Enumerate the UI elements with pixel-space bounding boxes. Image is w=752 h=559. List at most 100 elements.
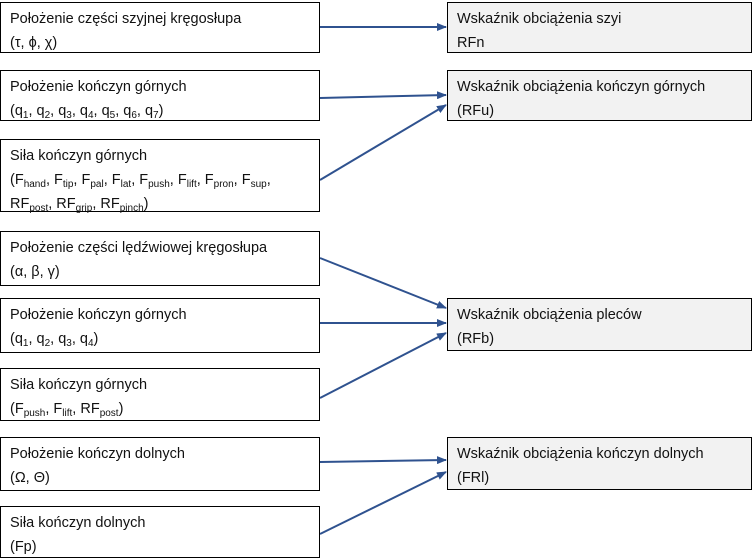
subscript: pal xyxy=(90,179,104,190)
arrow-lumbar-position xyxy=(319,257,447,309)
text: (q xyxy=(10,331,23,347)
subscript: push xyxy=(23,408,46,419)
subscript: 5 xyxy=(109,110,116,121)
input-line: RFpost, RFgrip, RFpinch) xyxy=(10,192,310,216)
text: (q xyxy=(10,103,23,119)
text: , xyxy=(266,172,271,188)
arrow-upper-limb-force xyxy=(319,104,447,181)
text: Położenie kończyn dolnych xyxy=(10,446,185,462)
subscript: lift xyxy=(186,179,197,190)
input-box-lumbar-position: Położenie części lędźwiowej kręgosłupa (α… xyxy=(0,231,320,286)
output-box-lower-limb-load-index: Wskaźnik obciążenia kończyn dolnych (FRl) xyxy=(447,437,752,490)
input-line: (Fhand, Ftip, Fpal, Flat, Fpush, Flift, … xyxy=(10,168,310,192)
text: ) xyxy=(158,103,164,119)
arrow-upper-limb-position xyxy=(319,91,447,100)
text: ) xyxy=(93,331,99,347)
subscript: tip xyxy=(62,179,74,190)
text: , q xyxy=(50,103,67,119)
input-line: Położenie kończyn dolnych xyxy=(10,442,310,466)
text: (α, β, γ) xyxy=(10,264,60,280)
text: , F xyxy=(45,172,63,188)
output-code: RFn xyxy=(457,35,485,51)
text: ) xyxy=(143,196,149,212)
text: , q xyxy=(71,331,88,347)
text: , F xyxy=(103,172,121,188)
text: , RF xyxy=(72,401,100,417)
input-box-neck-position: Położenie części szyjnej kręgosłupa (τ, ϕ… xyxy=(0,2,320,53)
subscript: push xyxy=(148,179,170,190)
subscript: lat xyxy=(120,179,132,190)
text: , F xyxy=(131,172,149,188)
input-line: Położenie części lędźwiowej kręgosłupa xyxy=(10,236,310,260)
subscript: pinch xyxy=(119,203,144,214)
text: Siła kończyn dolnych xyxy=(10,515,146,531)
subscript: lift xyxy=(62,408,73,419)
text: , q xyxy=(28,331,45,347)
output-code: (RFb) xyxy=(457,331,495,347)
input-line: Położenie kończyn górnych xyxy=(10,303,310,327)
subscript: sup xyxy=(250,179,267,190)
text: Położenie części szyjnej kręgosłupa xyxy=(10,11,242,27)
input-box-lower-limb-position: Położenie kończyn dolnych (Ω, Θ) xyxy=(0,437,320,491)
subscript: hand xyxy=(23,179,46,190)
text: , RF xyxy=(48,196,76,212)
input-line: Siła kończyn górnych xyxy=(10,144,310,168)
text: (τ, ϕ, χ) xyxy=(10,35,58,51)
input-line: (Fp) xyxy=(10,535,310,559)
text: (F xyxy=(10,172,24,188)
text: , F xyxy=(196,172,214,188)
subscript: 3 xyxy=(66,338,72,349)
input-line: (τ, ϕ, χ) xyxy=(10,31,310,55)
text: , RF xyxy=(92,196,120,212)
arrow-lower-limb-position xyxy=(319,456,447,465)
text: Położenie kończyn górnych xyxy=(10,307,187,323)
input-line: Położenie części szyjnej kręgosłupa xyxy=(10,7,310,31)
output-title: Wskaźnik obciążenia pleców xyxy=(457,307,642,323)
text: Siła kończyn górnych xyxy=(10,377,148,393)
subscript: post xyxy=(99,408,119,419)
subscript: 2 xyxy=(44,338,51,349)
output-box-back-load-index: Wskaźnik obciążenia pleców (RFb) xyxy=(447,298,752,351)
input-line: Siła kończyn górnych xyxy=(10,373,310,397)
output-code: (FRl) xyxy=(457,470,490,486)
text: (F xyxy=(10,401,24,417)
arrow-upper-limb-force-back xyxy=(319,332,447,399)
output-code: (RFu) xyxy=(457,103,495,119)
subscript: grip xyxy=(75,203,93,214)
input-line: Położenie kończyn górnych xyxy=(10,75,310,99)
text: , q xyxy=(136,103,154,119)
subscript: 1 xyxy=(22,338,29,349)
text: , F xyxy=(169,172,187,188)
text: , q xyxy=(93,103,110,119)
subscript: 2 xyxy=(44,110,51,121)
output-title: Wskaźnik obciążenia kończyn górnych xyxy=(457,79,706,95)
subscript: 4 xyxy=(87,110,94,121)
text: RF xyxy=(10,196,30,212)
text: , q xyxy=(28,103,45,119)
subscript: 6 xyxy=(131,110,137,121)
text: (Ω, Θ) xyxy=(10,470,50,486)
input-line: (q1, q2, q3, q4, q5, q6, q7) xyxy=(10,99,310,123)
text: , F xyxy=(73,172,91,188)
text: , F xyxy=(45,401,63,417)
text: Położenie kończyn górnych xyxy=(10,79,187,95)
text: (Fp) xyxy=(10,539,37,555)
input-line: (Fpush, Flift, RFpost) xyxy=(10,397,310,421)
input-line: Siła kończyn dolnych xyxy=(10,511,310,535)
output-title: Wskaźnik obciążenia kończyn dolnych xyxy=(457,446,704,462)
subscript: 7 xyxy=(153,110,159,121)
text: , F xyxy=(233,172,251,188)
input-line: (α, β, γ) xyxy=(10,260,310,284)
subscript: 3 xyxy=(66,110,72,121)
text: , q xyxy=(71,103,88,119)
text: , q xyxy=(50,331,67,347)
input-box-upper-limb-force-back: Siła kończyn górnych (Fpush, Flift, RFpos… xyxy=(0,368,320,421)
input-box-upper-limb-force: Siła kończyn górnych(Fhand, Ftip, Fpal, … xyxy=(0,139,320,214)
input-box-upper-limb-position-back: Położenie kończyn górnych(q1, q2, q3, q4… xyxy=(0,298,320,353)
output-box-upper-limb-load-index: Wskaźnik obciążenia kończyn górnych (RFu) xyxy=(447,70,752,121)
text: Siła kończyn górnych xyxy=(10,148,148,164)
text: ) xyxy=(118,401,124,417)
subscript: pron xyxy=(213,179,234,190)
